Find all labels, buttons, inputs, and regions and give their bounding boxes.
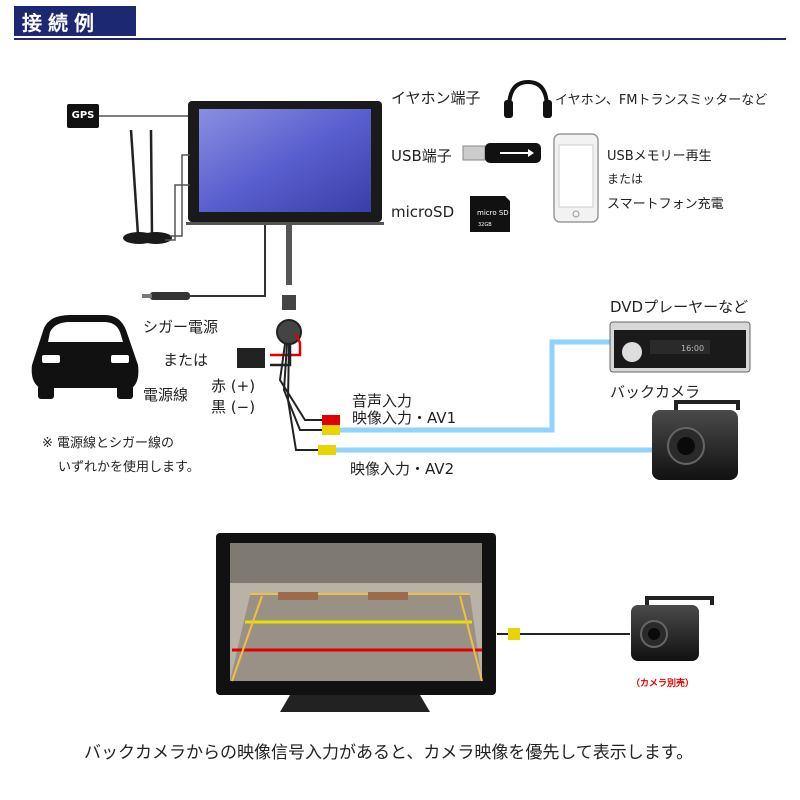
headphones-icon: [504, 79, 552, 118]
svg-text:16:00: 16:00: [681, 344, 704, 353]
cigar-label: シガー電源: [143, 318, 219, 336]
cigar-plug: [142, 225, 266, 300]
usb-note-1: USBメモリー再生: [607, 149, 712, 164]
smartphone-icon: [553, 133, 599, 223]
header-divider: [14, 38, 786, 40]
microsd-label: microSD: [391, 203, 455, 221]
usb-note-3: スマートフォン充電: [607, 197, 724, 212]
red-wire-label: 赤 (+): [211, 377, 256, 395]
power-line-label: 電源線: [143, 386, 189, 404]
earphone-note: イヤホン、FMトランスミッターなど: [555, 93, 768, 108]
camera-cable-bottom: [497, 628, 630, 640]
rca-yellow-av2: [318, 445, 336, 455]
monitor-top: [186, 101, 384, 225]
camera-sold-separately: （カメラ別売）: [631, 679, 695, 689]
camera-label: バックカメラ: [610, 383, 701, 401]
audio-in-label: 音声入力: [352, 392, 413, 410]
caption: バックカメラからの映像信号入力があると、カメラ映像を優先して表示します。: [84, 743, 694, 763]
dvd-player-icon: 16:00: [609, 321, 751, 373]
usb-note-2: または: [607, 172, 644, 186]
av1-cable: [340, 339, 610, 433]
usb-stick-icon: [462, 143, 541, 163]
dvd-label: DVDプレーヤーなど: [610, 298, 749, 316]
back-camera-top: [652, 400, 740, 480]
gps-tag: GPS: [67, 104, 99, 128]
earphone-label: イヤホン端子: [391, 89, 481, 107]
av1-label: 映像入力・AV1: [352, 409, 457, 427]
harness: [237, 225, 340, 455]
rca-yellow-av1: [322, 425, 340, 435]
back-camera-bottom: [631, 596, 714, 661]
power-note-2: いずれかを使用します。: [58, 460, 200, 475]
svg-text:32GB: 32GB: [478, 222, 492, 228]
rca-red: [322, 415, 340, 425]
section-header: [14, 6, 136, 36]
av2-label: 映像入力・AV2: [350, 460, 455, 478]
black-wire-label: 黒 (−): [211, 398, 256, 416]
svg-text:micro SD: micro SD: [477, 209, 509, 217]
usb-label: USB端子: [391, 147, 452, 165]
or-label: または: [163, 351, 209, 369]
microsd-card-icon: micro SD 32GB: [470, 196, 510, 232]
power-note-1: ※ 電源線とシガー線の: [42, 436, 175, 451]
section-title: 接続例: [22, 11, 100, 35]
monitor-bottom: [216, 533, 496, 712]
tv-antenna: [123, 129, 190, 244]
car-icon: [31, 315, 139, 399]
